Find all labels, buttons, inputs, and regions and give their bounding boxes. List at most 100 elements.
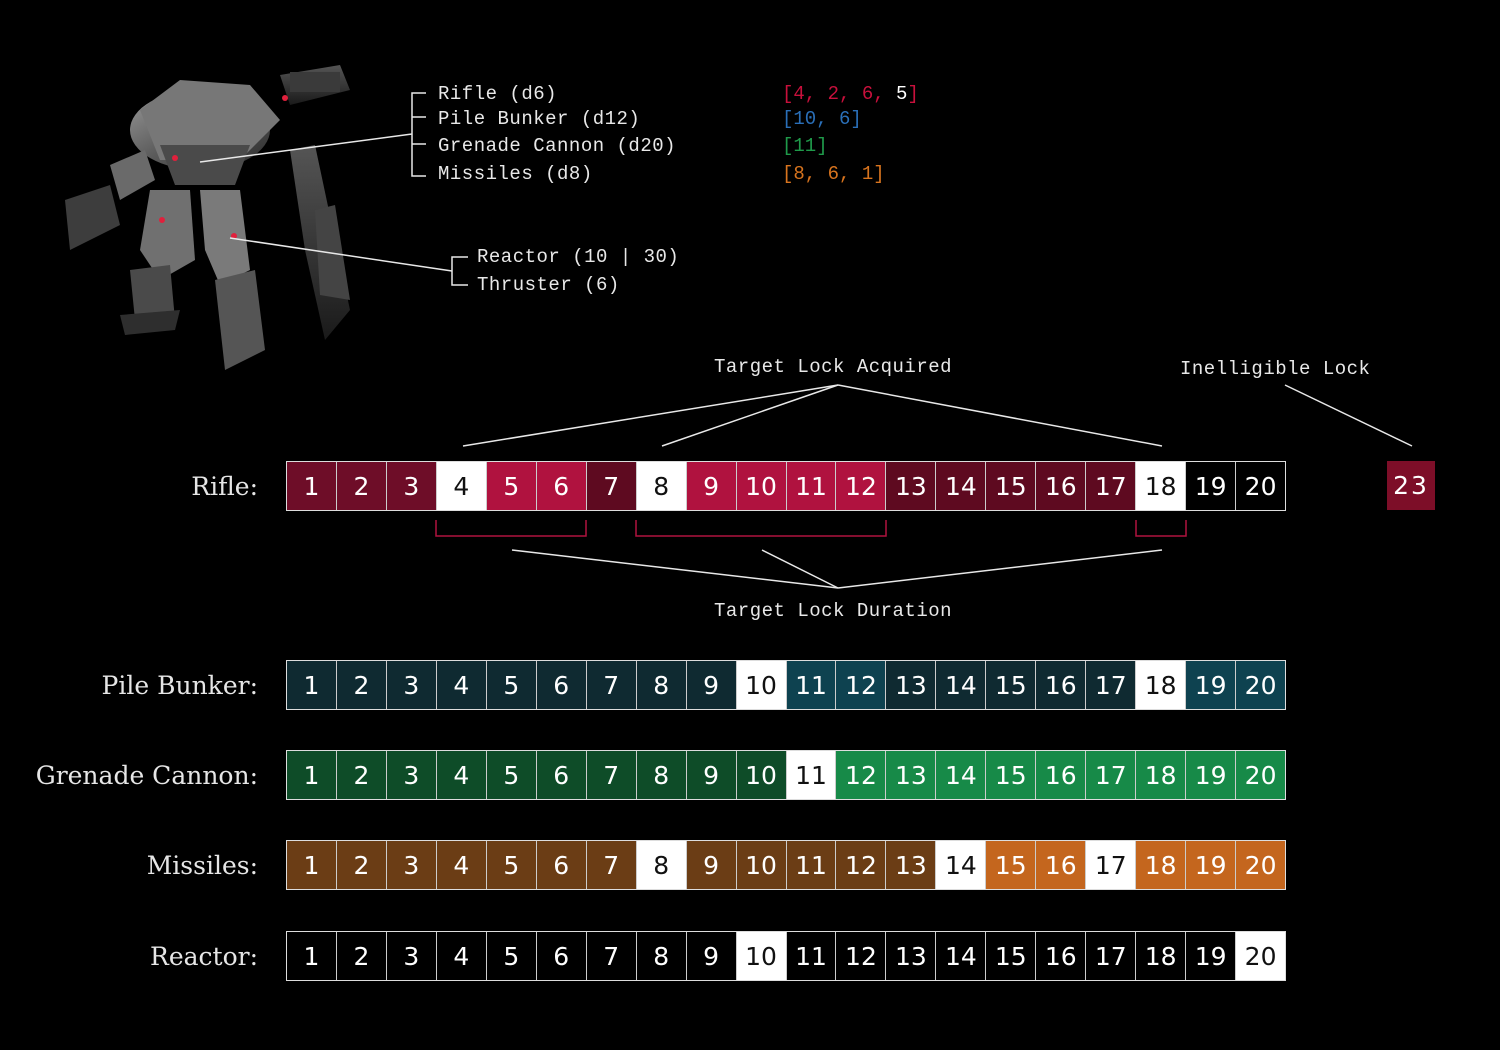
weapon-legend-rolls: [10, 6] (782, 108, 862, 130)
rifle-cell: 20 (1236, 462, 1286, 510)
pile-bunker-cell: 2 (336, 661, 387, 709)
reactor-cell: 16 (1036, 932, 1087, 980)
missiles-cell: 5 (486, 841, 537, 889)
rifle-cell: 7 (586, 462, 637, 510)
reactor-cell: 5 (486, 932, 537, 980)
reactor-cell: 19 (1186, 932, 1237, 980)
rifle-cell: 16 (1036, 462, 1087, 510)
roll-value: 6, (861, 83, 897, 105)
roll-value: 5 (896, 83, 908, 105)
missiles-cell: 7 (586, 841, 637, 889)
reactor-cell: 2 (336, 932, 387, 980)
reactor-cell: 3 (386, 932, 437, 980)
grenade-cannon-cell: 4 (436, 751, 487, 799)
grenade-cannon-cell: 9 (686, 751, 737, 799)
grenade-cannon-cell: 19 (1186, 751, 1237, 799)
weapon-legend-label: Rifle (d6) (438, 83, 558, 105)
roll-value: [8, 6, 1] (782, 163, 885, 185)
missiles-cell: 17 (1086, 841, 1137, 889)
missiles-cell: 16 (1036, 841, 1087, 889)
missiles-cell: 1 (287, 841, 337, 889)
ineligible-lock-caption: Inelligible Lock (1180, 358, 1371, 380)
grenade-cannon-cell: 17 (1086, 751, 1137, 799)
pile-bunker-cell: 19 (1186, 661, 1237, 709)
roll-value: [4, (782, 83, 828, 105)
missiles-cell: 2 (336, 841, 387, 889)
lock-duration-bracket (635, 520, 887, 537)
pile-bunker-cell: 1 (287, 661, 337, 709)
missiles-cell: 19 (1186, 841, 1237, 889)
pile-bunker-cell: 9 (686, 661, 737, 709)
roll-value: [11] (782, 135, 828, 157)
pile-bunker-cell: 3 (386, 661, 437, 709)
rifle-cell: 2 (336, 462, 387, 510)
reactor-cell: 8 (636, 932, 687, 980)
missiles-cell: 8 (636, 841, 687, 889)
reactor-cell: 15 (986, 932, 1037, 980)
missiles-cell: 15 (986, 841, 1037, 889)
rifle-track-label: Rifle: (191, 472, 258, 501)
grenade-cannon-cell: 2 (336, 751, 387, 799)
rifle-cell: 12 (836, 462, 887, 510)
grenade-cannon-cell: 7 (586, 751, 637, 799)
missiles-cell: 6 (536, 841, 587, 889)
pile-bunker-cell: 12 (836, 661, 887, 709)
reactor-track-label: Reactor: (150, 942, 258, 971)
missiles-cell: 14 (936, 841, 987, 889)
pile-bunker-cell: 15 (986, 661, 1037, 709)
rifle-cell: 11 (786, 462, 837, 510)
grenade-cannon-cell: 20 (1236, 751, 1286, 799)
rifle-cell: 3 (386, 462, 437, 510)
grenade-cannon-cell: 3 (386, 751, 437, 799)
reactor-cell: 6 (536, 932, 587, 980)
rifle-cell: 6 (536, 462, 587, 510)
pile-bunker-cell: 10 (736, 661, 787, 709)
missiles-cell: 20 (1236, 841, 1286, 889)
rifle-cell: 4 (436, 462, 487, 510)
grenade-cannon-cell: 15 (986, 751, 1037, 799)
pile-bunker-cell: 6 (536, 661, 587, 709)
missiles-cell: 12 (836, 841, 887, 889)
weapon-legend-label: Pile Bunker (d12) (438, 108, 641, 130)
ineligible-roll-cell: 23 (1387, 461, 1435, 510)
reactor-cell: 11 (786, 932, 837, 980)
pile-bunker-cell: 11 (786, 661, 837, 709)
grenade-cannon-cell: 13 (886, 751, 937, 799)
pile-bunker-cell: 13 (886, 661, 937, 709)
missiles-cell: 3 (386, 841, 437, 889)
pile-bunker-cell: 4 (436, 661, 487, 709)
reactor-cell: 20 (1236, 932, 1286, 980)
rifle-cell: 18 (1136, 462, 1187, 510)
pile-bunker-cell: 8 (636, 661, 687, 709)
grenade-cannon-cell: 6 (536, 751, 587, 799)
rifle-cell: 17 (1086, 462, 1137, 510)
reactor-cell: 9 (686, 932, 737, 980)
pile-bunker-track-label: Pile Bunker: (101, 671, 258, 700)
reactor-cell: 17 (1086, 932, 1137, 980)
target-lock-acquired-caption: Target Lock Acquired (714, 356, 953, 378)
mech-illustration (65, 65, 350, 370)
rifle-cell: 19 (1186, 462, 1237, 510)
rifle-cell: 13 (886, 462, 937, 510)
missiles-cell: 4 (436, 841, 487, 889)
grenade-cannon-cell: 10 (736, 751, 787, 799)
roll-value: 2, (827, 83, 862, 105)
missiles-cell: 11 (786, 841, 837, 889)
weapon-legend-label: Missiles (d8) (438, 163, 593, 185)
reactor-cell: 18 (1136, 932, 1187, 980)
weapon-legend-rolls: [11] (782, 135, 828, 157)
grenade-cannon-cell: 11 (786, 751, 837, 799)
grenade-cannon-cell: 1 (287, 751, 337, 799)
roll-value: [10, 6] (782, 108, 862, 130)
reactor-cell: 12 (836, 932, 887, 980)
reactor-cell: 7 (586, 932, 637, 980)
weapon-legend-rolls: [4, 2, 6, 5] (782, 83, 919, 105)
weapon-legend-label: Grenade Cannon (d20) (438, 135, 677, 157)
reactor-cell: 10 (736, 932, 787, 980)
rifle-cell: 1 (287, 462, 337, 510)
reactor-cell: 14 (936, 932, 987, 980)
